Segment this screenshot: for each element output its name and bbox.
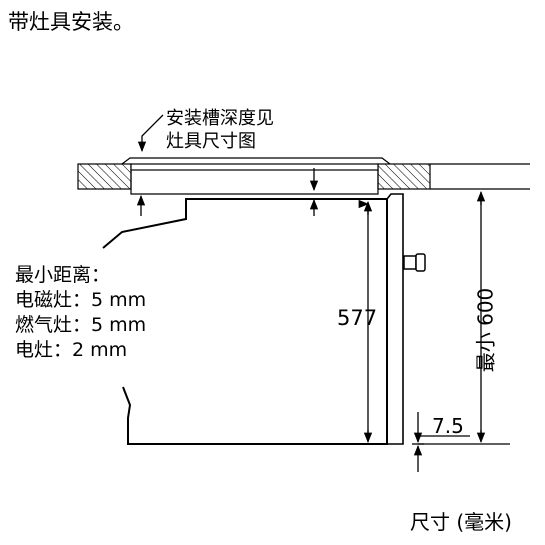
dimension-7-5 <box>412 412 470 472</box>
callout-leader <box>137 114 164 153</box>
oven-body <box>102 193 404 445</box>
oven-height-label: 577 <box>337 306 378 330</box>
clearance-row: 电灶：2 mm <box>15 339 128 361</box>
niche-height-label: 最小 600 <box>473 287 498 373</box>
dimension-600 <box>418 190 510 445</box>
callout-line-1: 安装槽深度见 <box>166 108 274 129</box>
clearance-row: 燃气灶：5 mm <box>15 314 147 336</box>
page-heading: 带灶具安装。 <box>8 10 134 34</box>
clearance-row-value: 2 mm <box>72 339 128 361</box>
clearance-row-value: 5 mm <box>91 289 147 311</box>
cutout-callout: 安装槽深度见 灶具尺寸图 <box>166 107 274 153</box>
clearance-arrows <box>136 168 319 216</box>
clearance-title: 最小距离： <box>15 264 111 286</box>
clearance-row: 电磁灶：5 mm <box>15 289 147 311</box>
units-label: 尺寸 (毫米) <box>410 510 512 534</box>
callout-line-2: 灶具尺寸图 <box>166 131 256 152</box>
countertop <box>77 163 530 190</box>
oven-knob <box>403 253 426 272</box>
clearance-row-label: 电灶 <box>15 339 54 361</box>
clearance-note: 最小距离： 电磁灶：5 mm 燃气灶：5 mm 电灶：2 mm <box>15 263 146 363</box>
clearance-row-value: 5 mm <box>91 314 147 336</box>
hob <box>121 157 391 195</box>
bottom-offset-label: 7.5 <box>432 414 464 438</box>
clearance-row-label: 燃气灶 <box>15 314 73 336</box>
clearance-row-label: 电磁灶 <box>15 289 73 311</box>
